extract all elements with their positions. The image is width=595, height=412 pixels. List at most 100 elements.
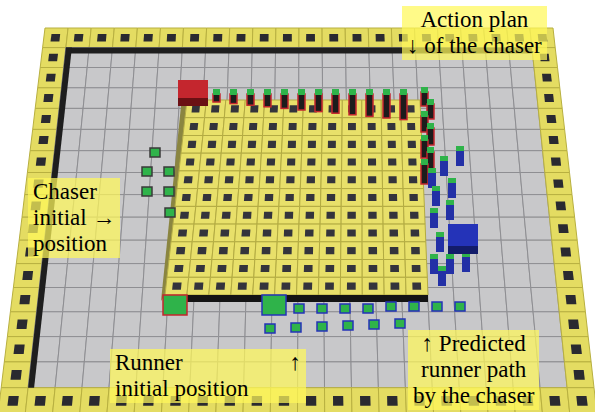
wall-tile-mark — [568, 320, 579, 329]
wall-tile — [352, 388, 380, 412]
floor-tile — [105, 108, 131, 129]
wall-tile-mark — [571, 345, 582, 355]
block-tile-mark — [347, 229, 356, 236]
floor-tile — [115, 288, 143, 312]
predicted-step — [462, 256, 470, 272]
block-shadow — [185, 295, 428, 302]
block-tile-mark — [219, 247, 228, 254]
predicted-path-dot — [294, 304, 304, 313]
block-tile-mark — [263, 229, 272, 236]
floor-tile — [378, 362, 406, 388]
wall-tile — [1, 362, 31, 388]
block-tile-mark — [326, 229, 335, 236]
block-tile — [302, 118, 322, 136]
block-tile — [362, 224, 383, 242]
label-line: ↑ Predicted — [413, 331, 534, 357]
wall-tile-mark — [576, 396, 587, 406]
block-tile — [194, 206, 217, 224]
floor-tile — [58, 337, 87, 362]
wall-tile-mark — [551, 158, 561, 166]
action-plan-step-top — [421, 159, 428, 165]
block-tile-mark — [308, 123, 316, 130]
block-tile — [298, 224, 320, 242]
block-tile — [223, 118, 244, 136]
wall-tile-mark — [360, 396, 371, 406]
block-tile-mark — [327, 176, 335, 183]
block-tile — [381, 118, 401, 136]
wall-tile-mark — [51, 34, 61, 41]
floor-tile — [133, 68, 158, 88]
label-line: Action plan — [407, 7, 542, 33]
floor-tile — [497, 195, 524, 218]
block-tile-mark — [368, 159, 376, 166]
block-tile — [405, 260, 427, 278]
block-tile — [321, 171, 342, 189]
wall-tile — [30, 129, 57, 150]
wall-tile — [206, 28, 230, 48]
block-tile-mark — [172, 283, 182, 290]
block-tile — [362, 118, 382, 136]
action-plan-step-top — [213, 89, 220, 95]
floor-tile — [85, 68, 111, 88]
block-tile-mark — [388, 141, 396, 148]
wall-tile — [136, 28, 161, 48]
predicted-step-top — [430, 208, 438, 213]
floor-tile — [535, 337, 564, 362]
wall-tile — [534, 68, 560, 88]
block-tile — [259, 171, 280, 189]
block-tile — [165, 277, 189, 295]
wall-tile — [368, 28, 392, 48]
wall-tile — [33, 108, 60, 129]
wall-tile — [562, 337, 591, 362]
block-tile — [302, 136, 323, 154]
block-tile — [232, 260, 255, 278]
block-tile — [209, 277, 232, 295]
floor-tile — [440, 68, 465, 88]
wall-tile-mark — [43, 94, 53, 102]
block-tile — [320, 206, 341, 224]
block-tile — [183, 118, 205, 136]
action-plan-step-top — [427, 147, 434, 153]
block-tile-mark — [283, 247, 292, 254]
block-tile — [401, 118, 421, 136]
block-tile-mark — [180, 212, 189, 219]
floor-tile — [518, 151, 545, 173]
floor-tile — [87, 312, 115, 337]
block-tile — [340, 277, 362, 295]
label-line: ↓ of the chaser — [407, 33, 542, 59]
floor-tile — [107, 88, 133, 109]
wall-tile-mark — [120, 34, 129, 41]
label-line: runner path — [413, 357, 534, 383]
block-tile-mark — [368, 123, 376, 130]
floor-tile — [322, 68, 346, 88]
runner-cube-side — [448, 246, 478, 254]
block-tile-mark — [368, 229, 377, 236]
floor-tile — [228, 68, 252, 88]
block-tile-mark — [267, 159, 276, 166]
block-tile-mark — [248, 141, 257, 148]
floor-tile — [275, 68, 299, 88]
wall-tile — [378, 388, 406, 412]
runner-cube — [448, 224, 478, 246]
chaser-path-dot — [164, 187, 174, 196]
block-tile — [341, 189, 362, 207]
block-tile — [402, 153, 423, 171]
block-tile-mark — [211, 105, 220, 112]
block-tile — [342, 153, 362, 171]
block-tile — [362, 260, 384, 278]
block-tile-mark — [408, 159, 416, 166]
block-tile — [383, 242, 405, 260]
wall-tile-mark — [387, 396, 398, 406]
block-tile — [255, 242, 277, 260]
floor-tile — [298, 151, 323, 173]
floor-tile — [117, 264, 144, 288]
block-tile — [233, 242, 256, 260]
wall-tile-mark — [376, 34, 385, 41]
wall-tile-mark — [35, 396, 46, 406]
wall-tile — [113, 28, 138, 48]
wall-tile — [545, 173, 572, 195]
floor-tile — [55, 362, 84, 388]
floor-tile — [113, 312, 141, 337]
floor-tile — [529, 264, 557, 288]
